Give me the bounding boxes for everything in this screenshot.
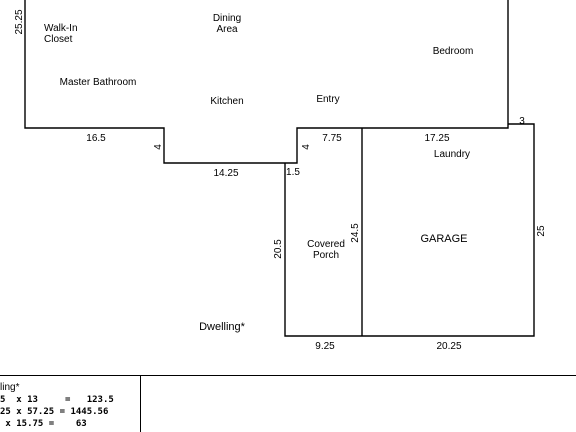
dwelling-outline (24, 0, 509, 164)
dim-porch-offset: 1.5 (286, 167, 300, 178)
dim-garage-offset: 3 (519, 116, 525, 127)
dim-bottom-mid: 14.25 (213, 168, 238, 179)
room-garage: GARAGE (420, 233, 467, 245)
dim-porch-left: 20.5 (273, 239, 284, 259)
dim-porch-bottom: 9.25 (315, 341, 335, 352)
dim-garage-bottom: 20.25 (436, 341, 461, 352)
room-laundry: Laundry (434, 149, 470, 160)
calc-row: 25 x 57.25 = 1445.56 (0, 407, 109, 417)
room-master-bathroom: Master Bathroom (60, 77, 137, 88)
room-kitchen: Kitchen (210, 96, 243, 107)
garage-outline (284, 123, 535, 337)
room-entry: Entry (316, 94, 339, 105)
dim-step-down-right: 4 (301, 144, 312, 150)
dim-bottom-left: 16.5 (86, 133, 106, 144)
calc-lines: ling* 5 x 13 = 123.5 25 x 57.25 = 1445.5… (0, 382, 140, 430)
area-calculations-panel: ling* 5 x 13 = 123.5 25 x 57.25 = 1445.5… (0, 375, 576, 432)
calc-row: 5 x 13 = 123.5 (0, 395, 114, 405)
dim-left-wall: 25.25 (14, 9, 25, 34)
dim-step-down-left: 4 (153, 144, 164, 150)
panel-divider (140, 376, 141, 432)
calc-title: ling* (0, 382, 20, 393)
room-bedroom: Bedroom (433, 46, 474, 57)
dim-laundry-segment: 17.25 (424, 133, 449, 144)
dim-divider: 24.5 (350, 223, 361, 243)
dim-entry-segment: 7.75 (322, 133, 342, 144)
label-dwelling: Dwelling* (199, 321, 246, 333)
calc-row: x 15.75 = 63 (0, 419, 87, 429)
dim-garage-right: 25 (536, 225, 547, 237)
